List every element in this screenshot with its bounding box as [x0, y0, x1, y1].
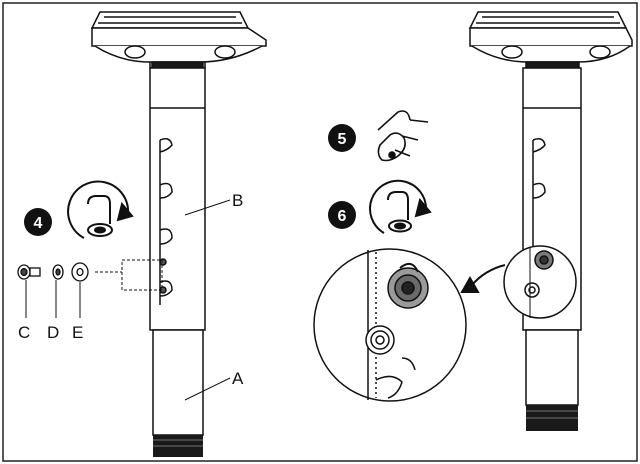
- left-outer-tube: [149, 67, 206, 331]
- step-4-marker: 4: [24, 208, 52, 236]
- label-a: A: [232, 369, 244, 388]
- hand-pinch-icon: [377, 110, 429, 162]
- label-d: D: [47, 323, 59, 342]
- label-c: C: [18, 323, 30, 342]
- right-assembly: [468, 11, 633, 431]
- bolt-c: [17, 264, 41, 318]
- left-hardware: [17, 262, 89, 318]
- left-hardware-callout: [121, 259, 163, 291]
- left-assembly: [90, 11, 267, 457]
- step-6-marker: 6: [328, 201, 356, 229]
- right-small-magnifier: [503, 245, 577, 319]
- right-inner-tube: [525, 329, 579, 406]
- step-5-marker: 5: [328, 124, 356, 152]
- big-magnifier: [313, 248, 467, 402]
- curved-arrow-icon: [460, 264, 506, 293]
- left-slot-track: [159, 138, 173, 305]
- hex-key-turn-icon-2: [369, 179, 432, 234]
- washer-d: [52, 264, 64, 318]
- bolt-loose: [365, 325, 395, 355]
- step-6-number: 6: [338, 208, 347, 225]
- step-5-number: 5: [338, 131, 347, 148]
- hex-key-turn-icon: [67, 180, 134, 239]
- left-top-plate: [90, 11, 267, 70]
- label-e: E: [72, 323, 83, 342]
- step-4-number: 4: [34, 215, 43, 232]
- right-top-plate: [468, 11, 633, 70]
- washer-e: [71, 262, 89, 318]
- left-inner-tube: [152, 329, 204, 436]
- bolt-tightened: [387, 262, 429, 309]
- label-b: B: [232, 191, 243, 210]
